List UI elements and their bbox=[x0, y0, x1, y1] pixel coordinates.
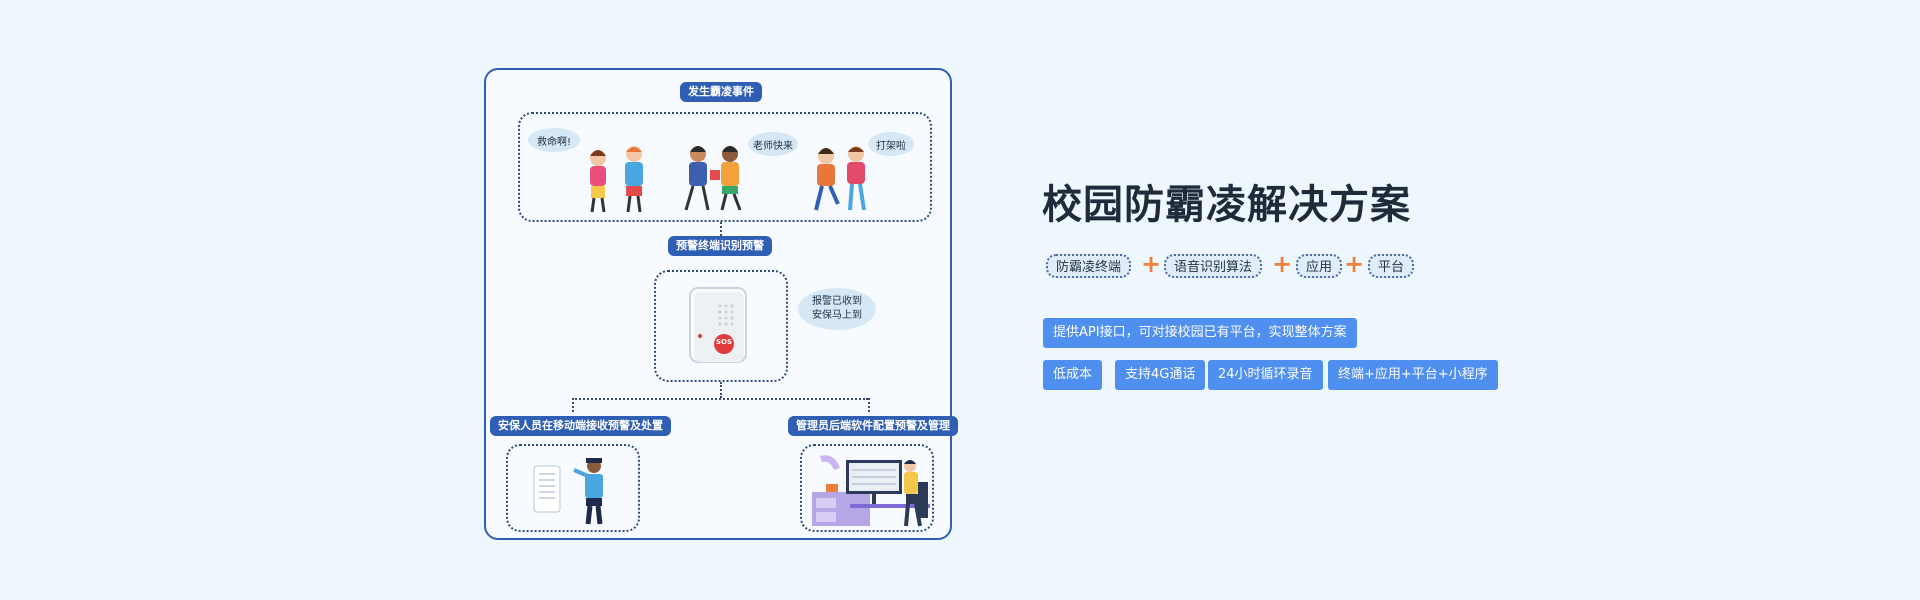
device-box: SOS bbox=[654, 270, 788, 382]
kids-group-3-illustration bbox=[814, 146, 866, 211]
component-chip-speech: 语音识别算法 bbox=[1164, 254, 1263, 278]
admin-workstation-illustration bbox=[812, 455, 930, 527]
device-bubble-line1: 报警已收到 bbox=[812, 296, 862, 307]
connector-left bbox=[572, 398, 574, 412]
feature-tag-recording: 24小时循环录音 bbox=[1208, 360, 1323, 390]
feature-tag-solution: 终端+应用+平台+小程序 bbox=[1328, 360, 1498, 390]
component-chip-app: 应用 bbox=[1296, 254, 1343, 278]
security-box bbox=[506, 444, 640, 532]
feature-tag-4g: 支持4G通话 bbox=[1115, 360, 1206, 390]
plus-sign-2: + bbox=[1272, 250, 1293, 278]
incident-box: 救命啊! 老师快来 打架啦 bbox=[518, 112, 932, 222]
speech-bubble-teacher: 老师快来 bbox=[748, 132, 798, 156]
step-label-incident: 发生霸凌事件 bbox=[680, 82, 762, 102]
connector-branch bbox=[572, 398, 868, 400]
page-title: 校园防霸凌解决方案 bbox=[1042, 182, 1411, 228]
kids-group-2-illustration bbox=[684, 146, 742, 211]
speech-bubble-help: 救命啊! bbox=[528, 128, 580, 152]
component-chip-platform: 平台 bbox=[1368, 254, 1415, 278]
api-feature-tag: 提供API接口，可对接校园已有平台，实现整体方案 bbox=[1043, 318, 1357, 348]
connector-2 bbox=[720, 382, 722, 398]
feature-tag-low-cost: 低成本 bbox=[1043, 360, 1103, 390]
device-speech-bubble: 报警已收到 安保马上到 bbox=[798, 288, 876, 330]
kids-group-1-illustration bbox=[590, 146, 643, 213]
connector-right bbox=[868, 398, 870, 412]
component-chip-terminal: 防霸凌终端 bbox=[1046, 254, 1132, 278]
flow-diagram: 发生霸凌事件 救命啊! 老师快来 打架啦 bbox=[484, 68, 958, 540]
step-label-warning: 预警终端识别预警 bbox=[668, 236, 772, 256]
speech-bubble-fight: 打架啦 bbox=[868, 132, 914, 156]
plus-sign-3: + bbox=[1344, 250, 1365, 278]
admin-box bbox=[800, 444, 934, 532]
step-label-security: 安保人员在移动端接收预警及处置 bbox=[490, 416, 671, 436]
step-label-admin: 管理员后端软件配置预警及管理 bbox=[788, 416, 958, 436]
security-guard-illustration bbox=[533, 458, 603, 525]
sos-button-label: SOS bbox=[715, 338, 733, 346]
plus-sign-1: + bbox=[1141, 250, 1162, 278]
device-bubble-line2: 安保马上到 bbox=[812, 310, 862, 321]
connector-1 bbox=[720, 222, 722, 248]
alarm-terminal-illustration bbox=[689, 287, 747, 363]
